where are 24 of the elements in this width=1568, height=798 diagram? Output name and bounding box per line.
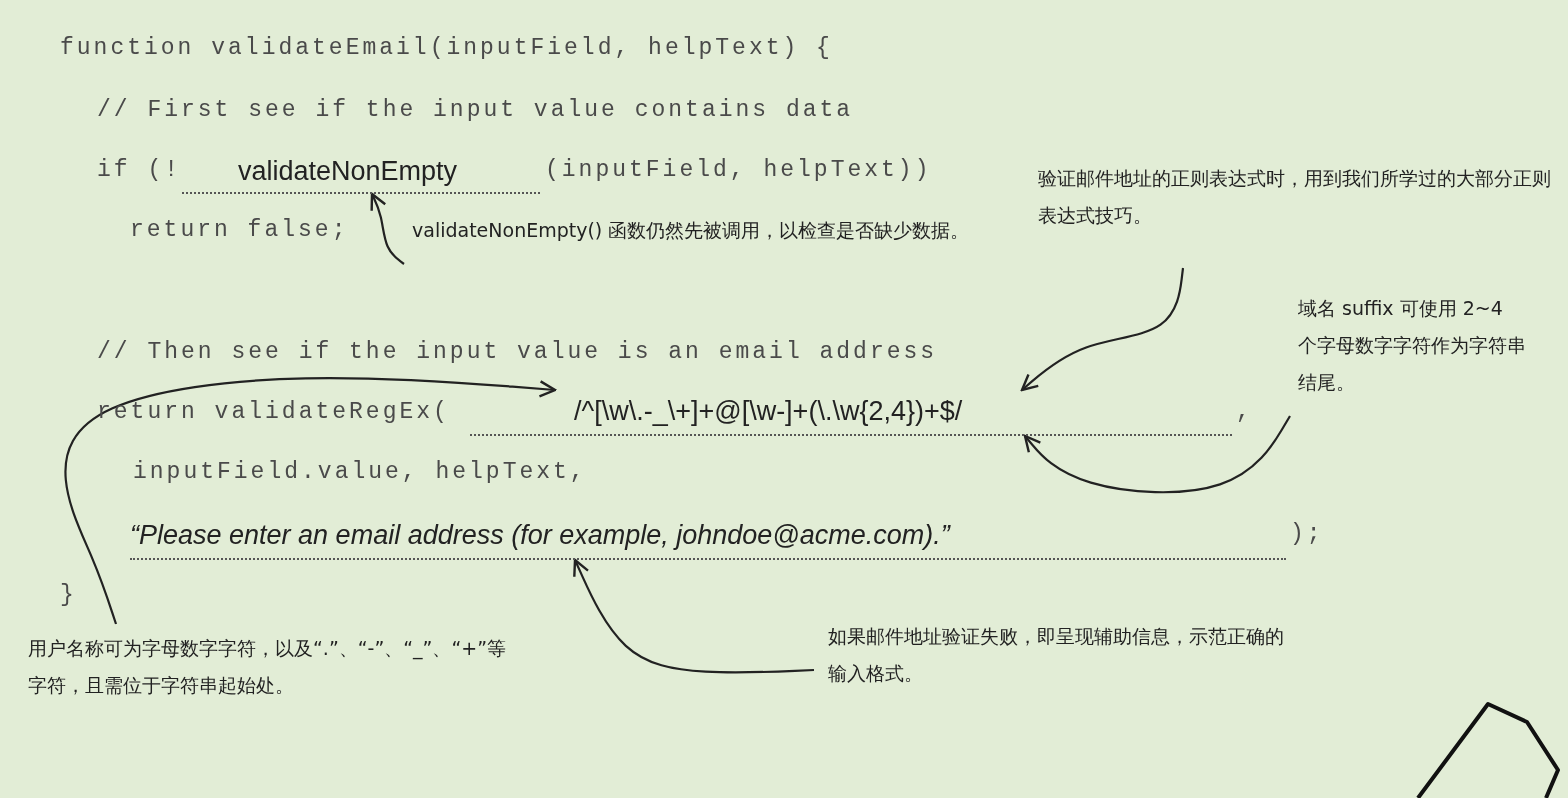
code-comment: // First see if the input value contains data — [97, 96, 854, 125]
arrow — [1023, 415, 1291, 494]
annotation-text: 用户名称可为字母数字字符，以及“.”、“-”、“_”、“+”等字符，且需位于字符串起始处。 — [28, 630, 508, 744]
code-text: ); — [1290, 520, 1324, 549]
code-text: if (! — [97, 156, 181, 185]
handwritten-code-text: “Please enter an email address (for example, johndoe@acme.com).” — [130, 514, 1286, 560]
handwritten-code-text: /^[\w\.-_\+]+@[\w-]+(\.\w{2,4})+$/ — [470, 390, 1232, 436]
arrow — [64, 377, 557, 625]
code-text: inputField.value, helpText, — [133, 458, 587, 487]
annotation-text: validateNonEmpty() 函数仍然先被调用，以检查是否缺少数据。 — [412, 212, 1002, 288]
code-text: return false; — [130, 216, 349, 245]
annotation-text: 验证邮件地址的正则表达式时，用到我们所学过的大部分正则表达式技巧。 — [1038, 160, 1558, 236]
arrow — [370, 192, 405, 265]
annotation-text: 域名 suffix 可使用 2~4 个字母数字字符作为字符串结尾。 — [1298, 290, 1526, 442]
code-comment: // Then see if the input value is an email address — [97, 338, 938, 367]
handwritten-code-text: validateNonEmpty — [182, 150, 540, 194]
arrow — [1020, 267, 1185, 392]
arrow — [573, 558, 815, 674]
code-text: return validateRegEx( — [97, 398, 450, 427]
code-text: (inputField, helpText)) — [545, 156, 932, 185]
code-text: function validateEmail(inputField, helpText) { — [60, 34, 833, 63]
code-text: } — [60, 581, 77, 610]
code-text: , — [1236, 398, 1253, 427]
annotation-text: 如果邮件地址验证失败，即呈现辅助信息，示范正确的输入格式。 — [828, 618, 1298, 694]
